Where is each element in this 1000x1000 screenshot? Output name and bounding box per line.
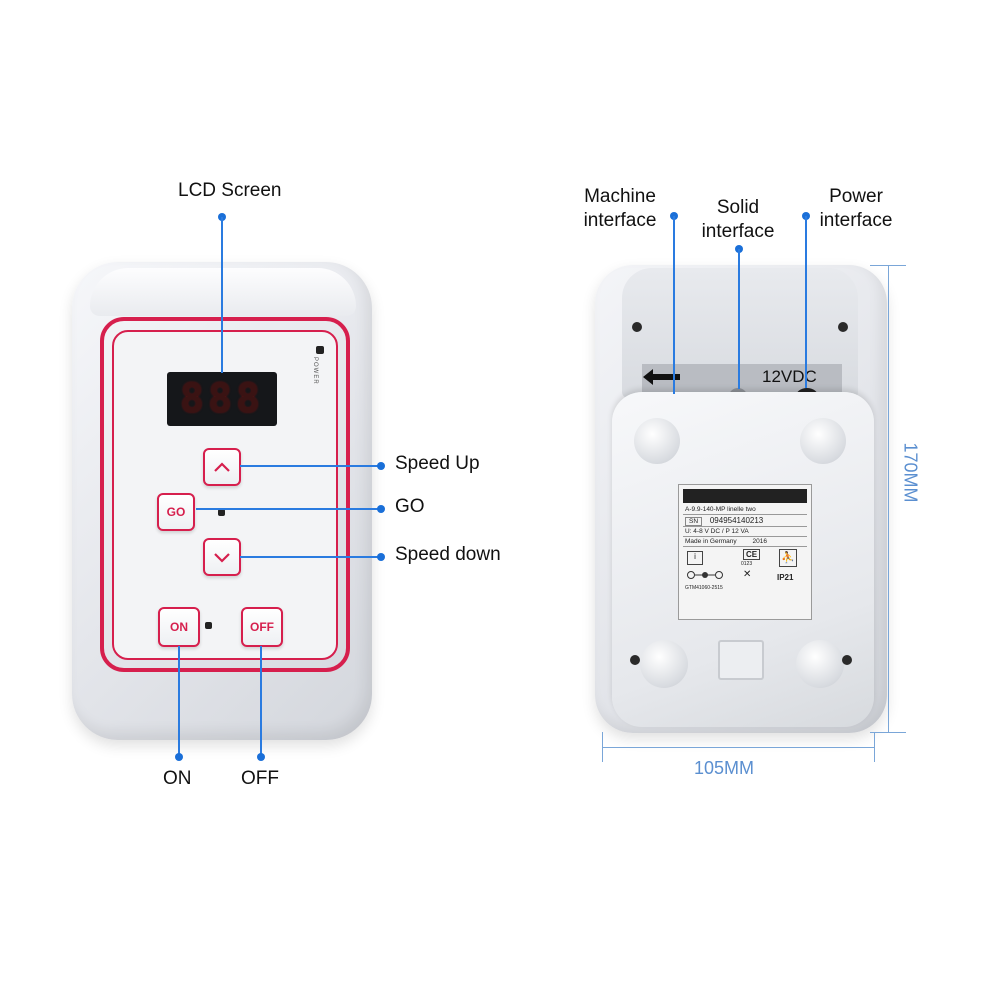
solid-callout-line: [738, 249, 740, 389]
sticker-ip-rating: IP21: [777, 573, 794, 582]
on-button-label: ON: [170, 620, 188, 634]
arrow-left-icon: [643, 369, 680, 385]
screw-top-left: [632, 322, 642, 332]
on-callout-line: [178, 646, 180, 754]
go-button-label: GO: [166, 505, 186, 519]
power-interface-line1: Power: [829, 186, 883, 207]
solid-interface-line1: Solid: [716, 197, 760, 218]
off-callout-dot: [257, 753, 265, 761]
power-indicator-led: [316, 346, 324, 354]
go-callout-line: [196, 508, 380, 510]
foot-bottom-left: [640, 640, 688, 688]
sticker-symbols-row: i CE 0123 ✕ ⛹ IP21 GTM41060-2515: [683, 549, 807, 597]
sticker-ce: CE: [743, 549, 761, 560]
product-label-sticker: A-9.9-140-MP linelle two SN 094954140213…: [678, 484, 812, 620]
rear-slot: [718, 640, 764, 680]
off-button-label: OFF: [250, 620, 274, 634]
screw-bottom-left: [630, 655, 640, 665]
sticker-serial-row: SN 094954140213: [683, 515, 807, 527]
machine-interface-callout: Machine interface: [570, 185, 670, 233]
power-interface-callout: Power interface: [806, 185, 906, 233]
go-callout-dot: [377, 505, 385, 513]
foot-top-left: [634, 418, 680, 464]
machine-callout-line: [673, 216, 675, 394]
sticker-header-bar: [683, 489, 807, 503]
go-indicator-led: [218, 509, 225, 516]
sticker-model: A-9.9-140-MP linelle two: [683, 505, 807, 515]
sticker-sn-value: 094954140213: [709, 516, 764, 525]
speed-up-callout-line: [240, 465, 380, 467]
screw-bottom-right: [842, 655, 852, 665]
chevron-up-icon: [214, 462, 230, 472]
off-callout-line: [260, 646, 262, 754]
machine-interface-line2: interface: [583, 210, 657, 231]
go-callout: GO: [395, 496, 425, 517]
lcd-screen-callout: LCD Screen: [178, 180, 282, 201]
off-button[interactable]: OFF: [241, 607, 283, 647]
sticker-ce-number: 0123: [741, 561, 753, 567]
on-callout-dot: [175, 753, 183, 761]
lcd-callout-line: [221, 217, 223, 373]
solid-interface-line2: interface: [701, 221, 775, 242]
polarity-icon: [687, 571, 723, 579]
speed-down-button[interactable]: [203, 538, 241, 576]
height-dimension-line: [888, 265, 889, 733]
speed-down-callout: Speed down: [395, 544, 501, 565]
off-callout: OFF: [241, 768, 279, 789]
waste-bin-icon: ✕: [743, 569, 752, 580]
voltage-strip-label: 12VDC: [762, 367, 817, 386]
lcd-digits: 888: [179, 376, 265, 422]
sticker-year: 2016: [752, 538, 767, 545]
front-red-frame: [100, 317, 350, 672]
speed-down-callout-line: [240, 556, 380, 558]
width-dimension-label: 105MM: [694, 758, 755, 778]
speed-down-callout-dot: [377, 553, 385, 561]
on-callout: ON: [163, 768, 192, 789]
on-button[interactable]: ON: [158, 607, 200, 647]
speed-up-button[interactable]: [203, 448, 241, 486]
power-callout-line: [805, 216, 807, 388]
sticker-voltage: U: 4-8 V DC / P 12 VA: [683, 527, 807, 537]
foot-bottom-right: [796, 640, 844, 688]
go-button[interactable]: GO: [157, 493, 195, 531]
sticker-code: GTM41060-2515: [685, 585, 723, 591]
lcd-display: 888: [167, 372, 277, 426]
sticker-made-in: Made in Germany: [685, 538, 737, 545]
manual-icon: i: [687, 551, 703, 565]
screw-top-right: [838, 322, 848, 332]
chevron-down-icon: [214, 553, 230, 563]
width-dimension-line: [602, 747, 874, 748]
on-indicator-led: [205, 622, 212, 629]
speed-up-callout-dot: [377, 462, 385, 470]
sticker-sn-label: SN: [685, 517, 703, 526]
foot-top-right: [800, 418, 846, 464]
speed-up-callout: Speed Up: [395, 453, 480, 474]
width-dim-right-tick: [874, 732, 875, 762]
sticker-origin-row: Made in Germany 2016: [683, 537, 807, 547]
height-dimension-label: 170MM: [900, 442, 921, 503]
front-device-top-rim: [90, 268, 356, 316]
machine-interface-line1: Machine: [584, 186, 656, 207]
solid-interface-callout: Solid interface: [688, 196, 788, 244]
power-label: POWER: [312, 357, 318, 385]
power-interface-line2: interface: [819, 210, 893, 231]
person-icon: ⛹: [779, 549, 797, 567]
